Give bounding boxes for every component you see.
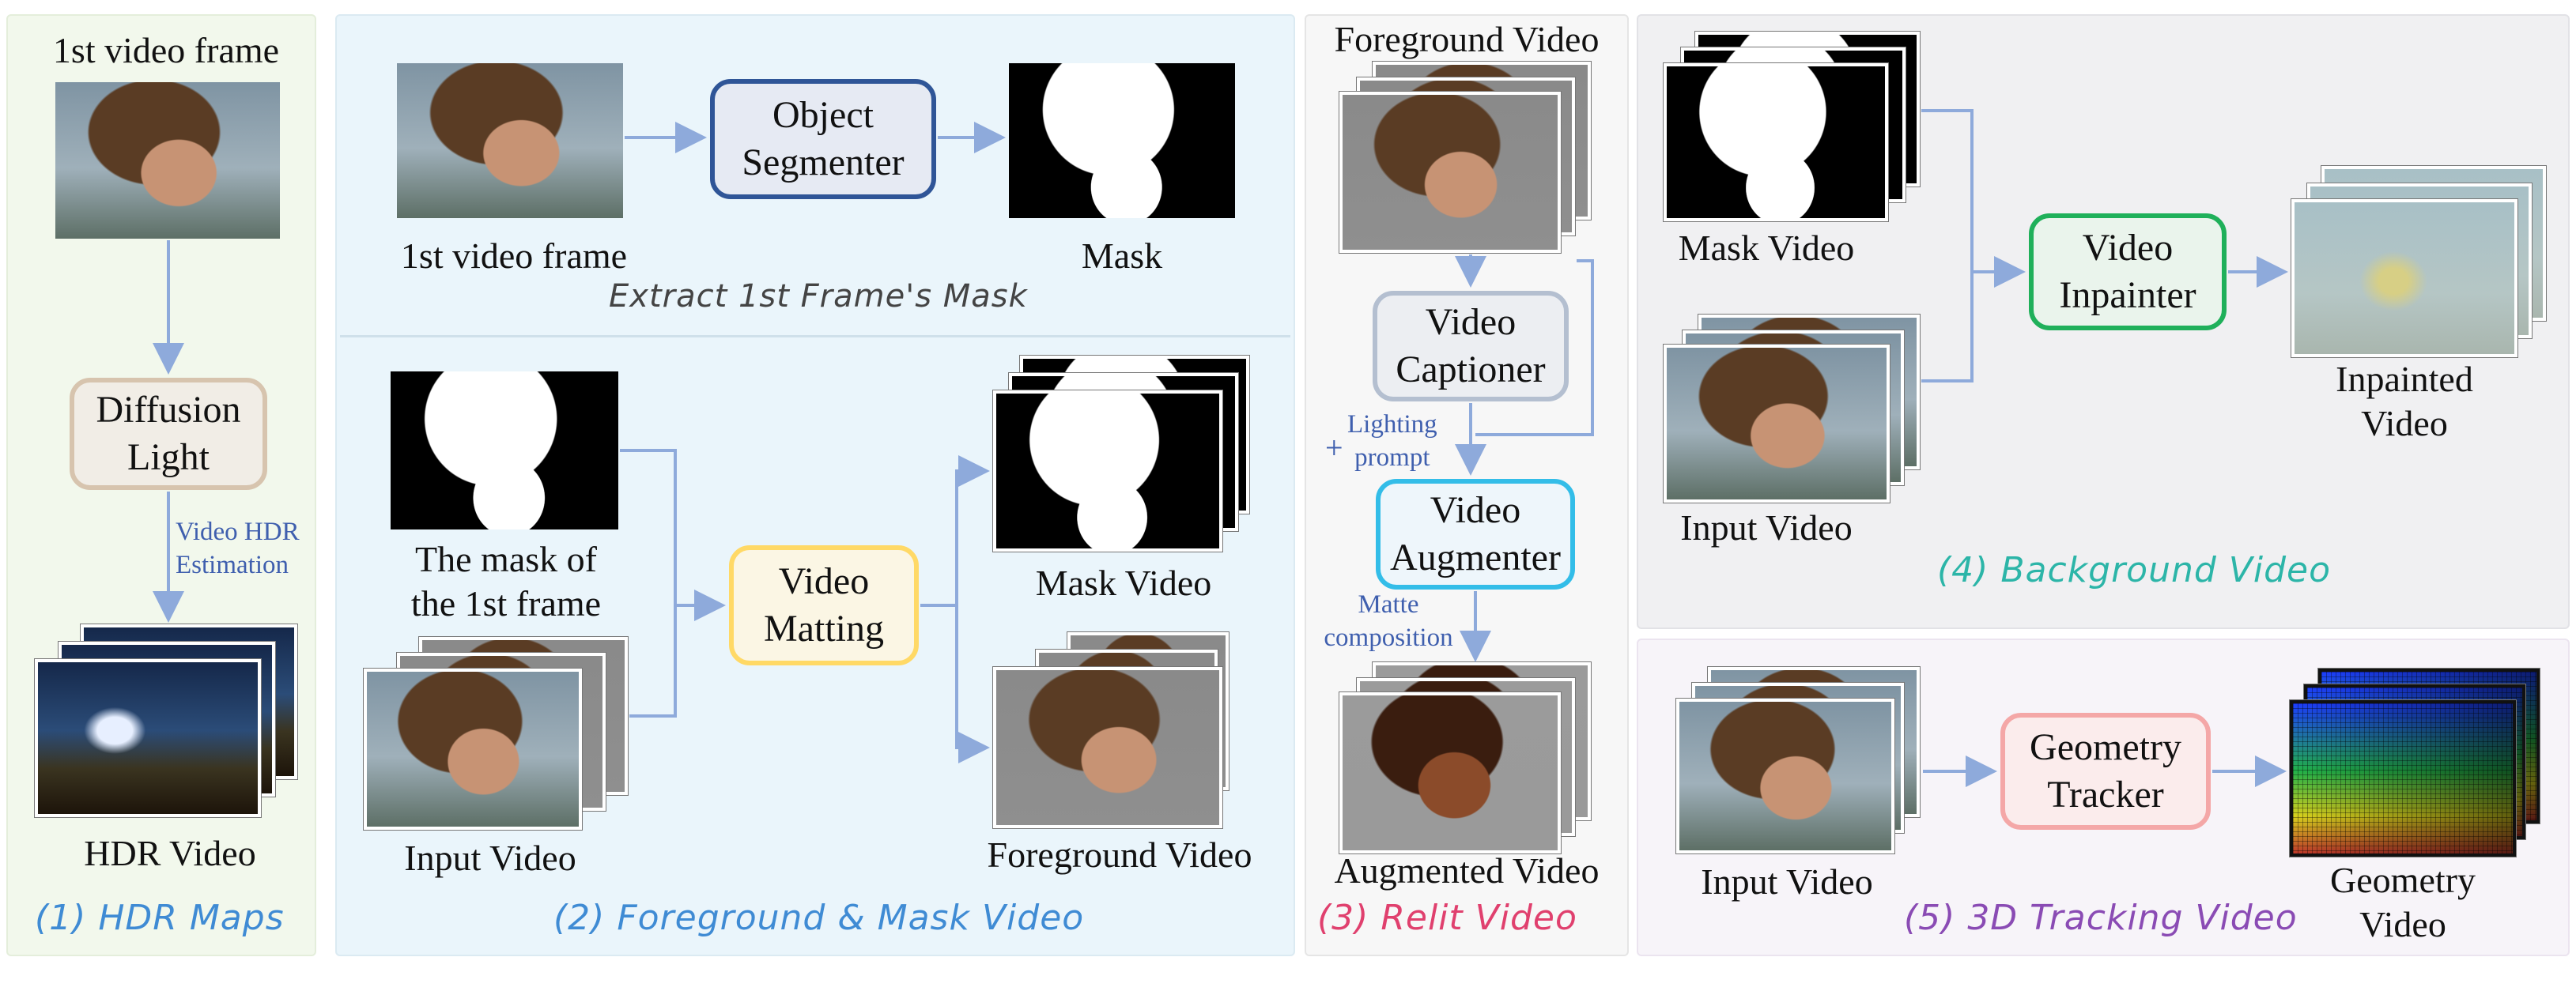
hdr-edge-label: Video HDR Estimation	[176, 518, 300, 579]
hdr-maps-caption: (1) HDR Maps	[35, 898, 285, 938]
arrow-input-to-matting	[629, 590, 726, 718]
hdr-first-frame-label: 1st video frame	[52, 30, 280, 70]
mask-of-first-frame-label: The mask of the 1st frame	[410, 539, 602, 624]
tracking-input-label: Input Video	[1701, 861, 1873, 902]
foreground-video-label: Foreground Video	[987, 835, 1252, 875]
arrow-matting-to-mask-video	[920, 455, 990, 607]
augmented-video-label: Augmented Video	[1334, 850, 1600, 891]
panel-2-divider	[340, 335, 1290, 337]
mask-video-label: Mask Video	[1035, 563, 1212, 603]
matte-composition-label: Matte composition	[1324, 590, 1453, 652]
hdr-frame-front	[35, 659, 261, 817]
arrow-fg-to-augmenter-bypass	[1475, 259, 1594, 436]
bg-input-label: Input Video	[1680, 507, 1853, 548]
lighting-prompt-label: + Lighting prompt	[1325, 410, 1437, 472]
bg-mask-label: Mask Video	[1678, 228, 1855, 268]
matting-input-frame-front	[364, 669, 582, 830]
bg-mask-frame-front	[1664, 63, 1888, 221]
arrow-input-to-inpainter	[1921, 256, 2026, 382]
foreground-frame-front	[993, 667, 1222, 828]
arrow-matting-to-foreground	[955, 605, 990, 763]
hdr-video-label: HDR Video	[84, 833, 256, 873]
extract-first-frame-image	[397, 63, 623, 218]
extract-mask-label: Mask	[1081, 236, 1163, 276]
mask-video-frame-front	[993, 390, 1222, 552]
inpainted-frame-front	[2291, 199, 2517, 357]
matting-input-label: Input Video	[404, 838, 576, 878]
hdr-first-frame-image	[55, 82, 280, 239]
tracking-input-frame-front	[1676, 699, 1894, 853]
inpainted-label: Inpainted Video	[2336, 359, 2473, 443]
background-video-caption: (4) Background Video	[1937, 550, 2332, 590]
extract-mask-caption: Extract 1st Frame's Mask	[609, 278, 1028, 315]
first-frame-mask-image	[391, 371, 618, 529]
foreground-mask-caption: (2) Foreground & Mask Video	[553, 898, 1085, 938]
geometry-video-label: Geometry Video	[2330, 860, 2476, 944]
geometry-frame-front	[2290, 700, 2516, 857]
tracking-caption: (5) 3D Tracking Video	[1904, 898, 2298, 938]
relit-foreground-label: Foreground Video	[1334, 19, 1600, 59]
extract-first-frame-label: 1st video frame	[400, 236, 628, 276]
arrow-mask-to-inpainter	[1921, 109, 1974, 272]
relit-video-caption: (3) Relit Video	[1317, 898, 1577, 938]
extract-mask-image	[1009, 63, 1235, 218]
augmented-frame-front	[1339, 692, 1561, 853]
bg-input-frame-front	[1664, 345, 1890, 503]
relit-fg-frame-front	[1339, 92, 1561, 253]
arrow-mask-to-matting	[620, 449, 677, 605]
